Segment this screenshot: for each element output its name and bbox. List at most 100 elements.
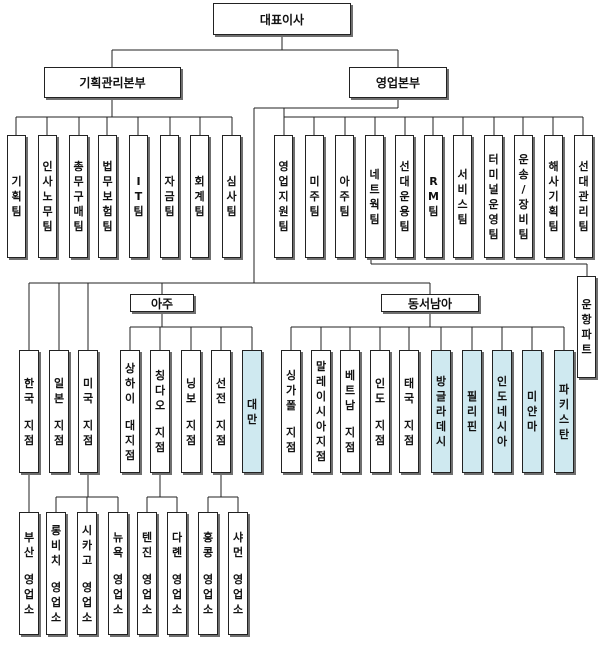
planning-division-box: 기획관리본부 — [44, 67, 181, 98]
region-asia-label: 아주 — [150, 296, 174, 311]
ceo-box: 대표이사 — [213, 3, 351, 35]
ceo-label: 대표이사 — [259, 12, 305, 27]
region-sea-box: 동서남아 — [381, 294, 479, 312]
region-asia-box: 아주 — [130, 294, 194, 312]
planning-division-label: 기획관리본부 — [79, 76, 146, 90]
sales-division-label: 영업본부 — [375, 76, 421, 90]
region-sea-label: 동서남아 — [407, 296, 453, 311]
sales-division-box: 영업본부 — [349, 67, 447, 98]
